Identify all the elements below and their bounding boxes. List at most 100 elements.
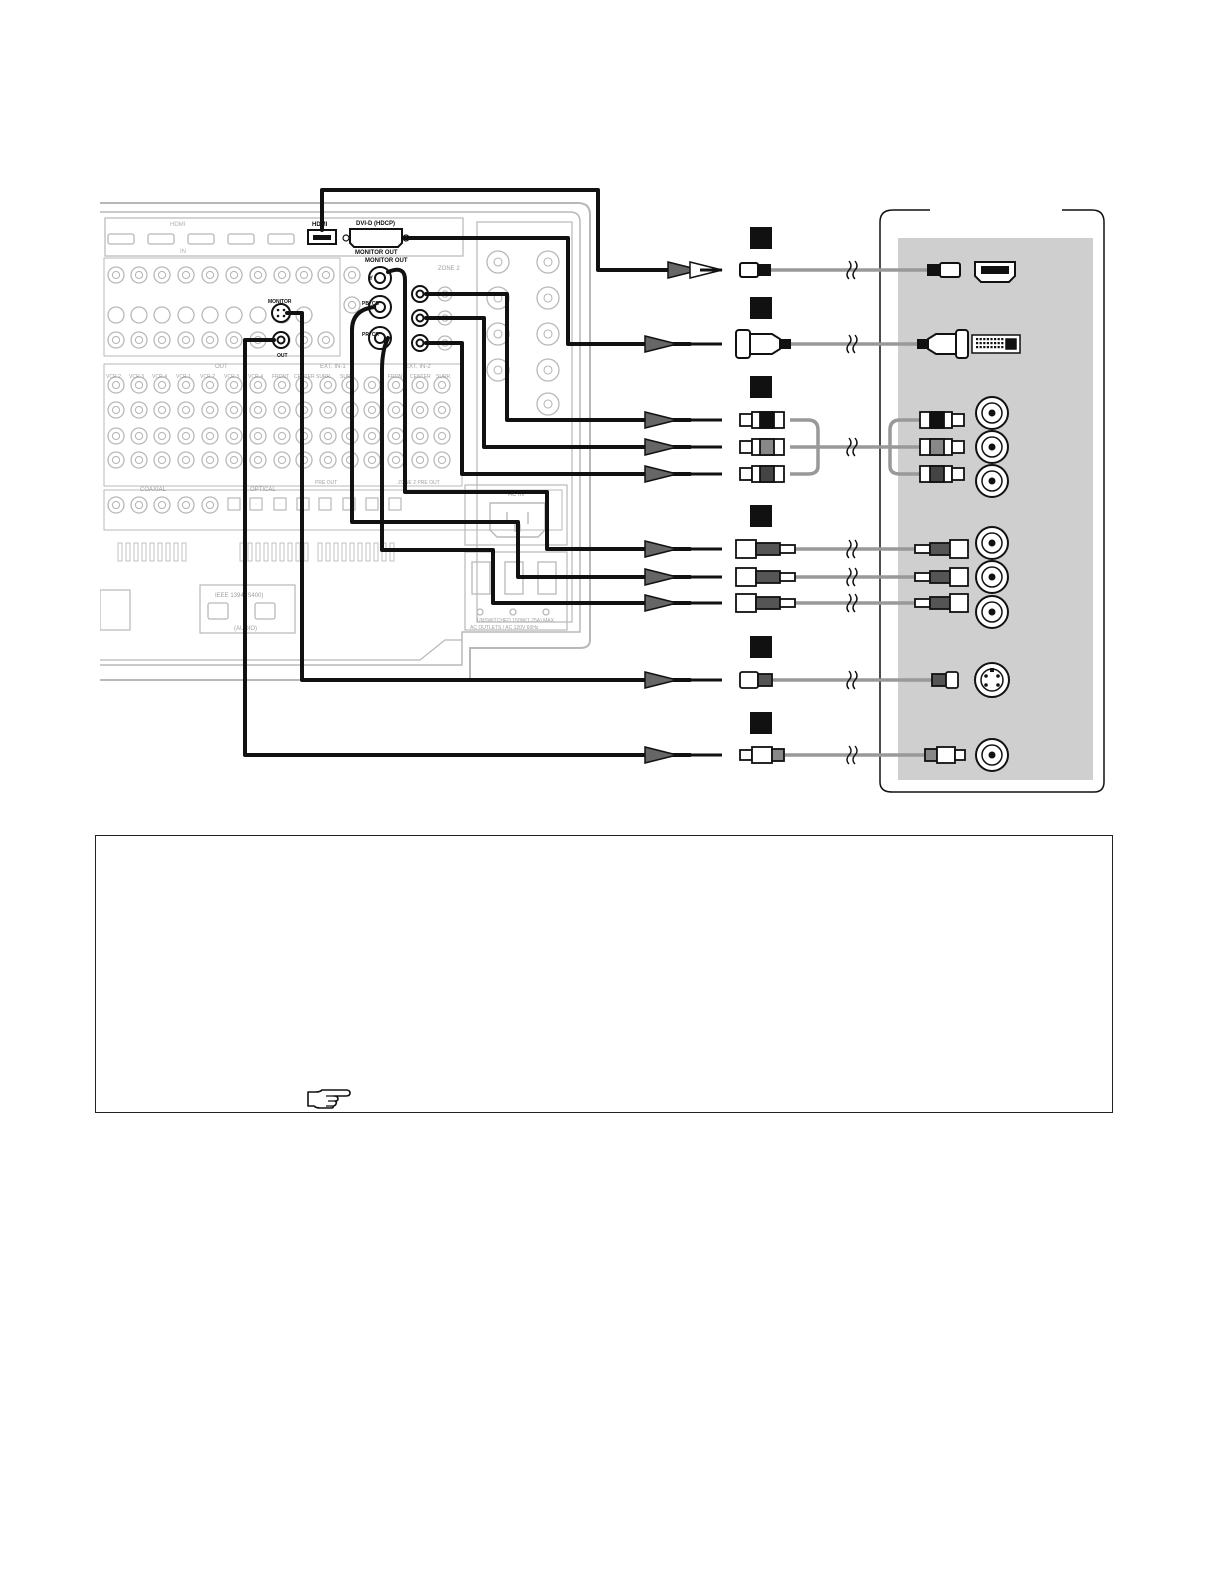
dvi-pin: [997, 346, 1000, 349]
break-mark: [852, 567, 858, 587]
tv-input-jack-ring: [981, 402, 1003, 424]
rca-jack: [107, 401, 125, 419]
section-markers: [750, 227, 772, 734]
dvi-pin: [986, 338, 989, 341]
speaker-terminal-center: [543, 293, 553, 303]
rca-jack: [107, 427, 125, 445]
rca-jack: [319, 427, 337, 445]
jack-label: FRONT: [388, 374, 405, 380]
rca-jack-center: [157, 431, 167, 441]
dvi-pin: [994, 346, 997, 349]
hdmi-header-label: HDMI: [170, 222, 186, 228]
tv-input-jack-ring: [981, 532, 1003, 554]
speaker-terminal-center: [493, 257, 503, 267]
rca-jack: [107, 496, 125, 514]
dvi-cable: [402, 236, 692, 346]
rca-jack: [225, 427, 243, 445]
note-box: [95, 835, 1113, 1113]
marker-bnc: [750, 505, 772, 527]
hdmi-plug-right: [927, 262, 961, 278]
rca-jack: [411, 376, 429, 394]
rca-jack: [433, 401, 451, 419]
rca-jack-center: [181, 380, 191, 390]
dvi-pin: [1001, 338, 1004, 341]
rca-jack: [177, 401, 195, 419]
ext-in-1-label: EXT. IN-1: [320, 364, 346, 370]
vent-slot: [165, 542, 171, 562]
rca-jack: [130, 376, 148, 394]
tv-outline: [879, 209, 1105, 793]
dvi-pin: [976, 338, 979, 341]
rca-jack: [319, 376, 337, 394]
tv-panel: [898, 238, 1093, 780]
rca-jack-center: [229, 380, 239, 390]
dvi-pin: [983, 342, 986, 345]
break-mark: [846, 260, 852, 280]
rca-jack-center: [157, 380, 167, 390]
jack-label: SURR.: [436, 374, 452, 380]
dvi-pin: [979, 338, 982, 341]
vent-slot: [181, 542, 187, 562]
rca-jack-center: [157, 270, 167, 280]
rca-jack-center: [229, 455, 239, 465]
rca-jack-center: [111, 500, 121, 510]
svideo-jack: [107, 306, 125, 324]
component-monitor-out-jacks: [368, 266, 429, 352]
monitor-out-label: MONITOR OUT: [355, 250, 398, 256]
vent-slot: [341, 542, 347, 562]
jack-label: CENTER: [294, 374, 315, 380]
dvi-pin: [994, 338, 997, 341]
speaker-terminal: [486, 250, 510, 274]
cable-arrows: [644, 261, 723, 764]
dvi-pin: [976, 342, 979, 345]
svideo-jack: [153, 306, 171, 324]
rca-plugs-left: [739, 411, 785, 483]
break-mark: [852, 745, 858, 765]
vent-slot: [263, 542, 269, 562]
rca-jack-center: [321, 335, 331, 345]
marker-dvi: [750, 297, 772, 319]
marker-composite: [750, 712, 772, 734]
rca-jack: [153, 266, 171, 284]
rca-jack: [249, 427, 267, 445]
tv-input-jack-ring: [981, 470, 1003, 492]
rca-jack-center: [134, 405, 144, 415]
speaker-terminal: [536, 358, 560, 382]
dvi-label: DVI-D (HDCP): [356, 221, 395, 227]
break-mark: [852, 539, 858, 559]
rca-jack-center: [277, 270, 287, 280]
rca-jack: [225, 376, 243, 394]
rca-jack-center: [391, 405, 401, 415]
vent-slot: [373, 542, 379, 562]
rca-jack-center: [205, 335, 215, 345]
out-label-video: OUT: [215, 364, 228, 370]
zone-pre-out-label: ZONE 2 PRE OUT: [398, 480, 440, 486]
rca-jack: [107, 376, 125, 394]
rca-jack: [363, 376, 381, 394]
rca-jack-center: [437, 455, 447, 465]
ieee-1394-ports: [207, 602, 276, 620]
dvi-pin: [986, 342, 989, 345]
rca-jack-center: [111, 405, 121, 415]
jack-label: VCR-3: [224, 374, 239, 380]
rca-jack-center: [181, 270, 191, 280]
rca-jack: [249, 401, 267, 419]
connection-diagram: HDMI IN VCR-2 VCR-3 VCR-4 VCR-1 VCR-2 VC…: [100, 188, 1105, 793]
vent-slot: [117, 542, 123, 562]
optical-ports: [227, 497, 402, 511]
rca-jack: [177, 496, 195, 514]
rca-jack: [107, 451, 125, 469]
rca-jack: [201, 496, 219, 514]
vent-slot: [141, 542, 147, 562]
rca-jack-center: [277, 431, 287, 441]
jack-label: VCR-2: [106, 374, 121, 380]
svideo-jack: [201, 306, 219, 324]
rca-jack: [225, 451, 243, 469]
break-mark: [846, 437, 852, 457]
rca-jack: [411, 451, 429, 469]
pb-label: PB/ CB: [362, 301, 379, 307]
vent-slot: [173, 542, 179, 562]
vent-slot: [365, 542, 371, 562]
rca-jack: [363, 401, 381, 419]
marker-component: [750, 376, 772, 398]
